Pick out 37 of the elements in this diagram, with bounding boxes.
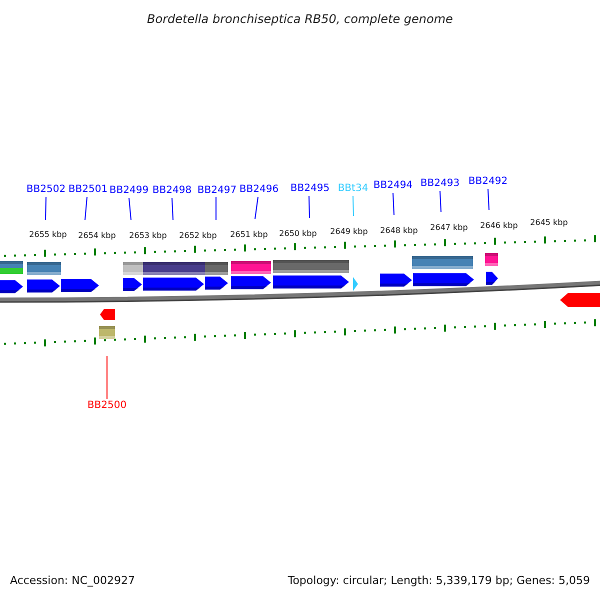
leader-line: [84, 196, 88, 220]
footer-text: Accession: NC_002927: [10, 574, 136, 588]
gene-label: BB2493: [420, 178, 460, 190]
scale-label: 2645 kbp: [529, 218, 569, 228]
scale-label: 2646 kbp: [479, 221, 519, 231]
leader-line: [254, 196, 258, 220]
gene-label: BB2500: [87, 400, 127, 412]
gene-label: BB2502: [26, 184, 66, 196]
gene-label: BB2499: [109, 185, 149, 197]
scale-label: 2654 kbp: [77, 231, 117, 241]
scale-label: 2653 kbp: [128, 231, 168, 241]
leader-line: [45, 196, 46, 220]
gene-label: BB2492: [468, 176, 508, 188]
gene-label: BB2494: [373, 180, 413, 192]
scale-label: 2652 kbp: [178, 231, 218, 241]
leader-line: [440, 190, 442, 212]
leader-line: [488, 188, 490, 210]
leader-line: [172, 198, 174, 220]
leader-line: [352, 196, 354, 216]
leader-line: [308, 196, 310, 218]
scale-label: 2655 kbp: [28, 230, 68, 240]
gene-label: BB2501: [68, 184, 108, 196]
diagram-title: Bordetella bronchiseptica RB50, complete genome: [146, 11, 454, 28]
gene-label: BBt34: [338, 183, 368, 195]
scale-label: 2650 kbp: [278, 229, 318, 239]
gene-label: BB2495: [290, 183, 330, 195]
scale-label: 2649 kbp: [329, 227, 369, 237]
leader-line: [128, 198, 132, 220]
gene-label: BB2497: [197, 185, 237, 197]
scale-label: 2651 kbp: [229, 230, 269, 240]
gene-label: BB2496: [239, 184, 279, 196]
scale-label: 2647 kbp: [429, 223, 469, 233]
leader-line: [106, 356, 108, 400]
scale-label: 2648 kbp: [379, 226, 419, 236]
leader-line: [392, 192, 394, 216]
gene-label: BB2498: [152, 185, 192, 197]
footer-text: Topology: circular; Length: 5,339,179 bp; Genes: 5,059: [288, 574, 590, 588]
